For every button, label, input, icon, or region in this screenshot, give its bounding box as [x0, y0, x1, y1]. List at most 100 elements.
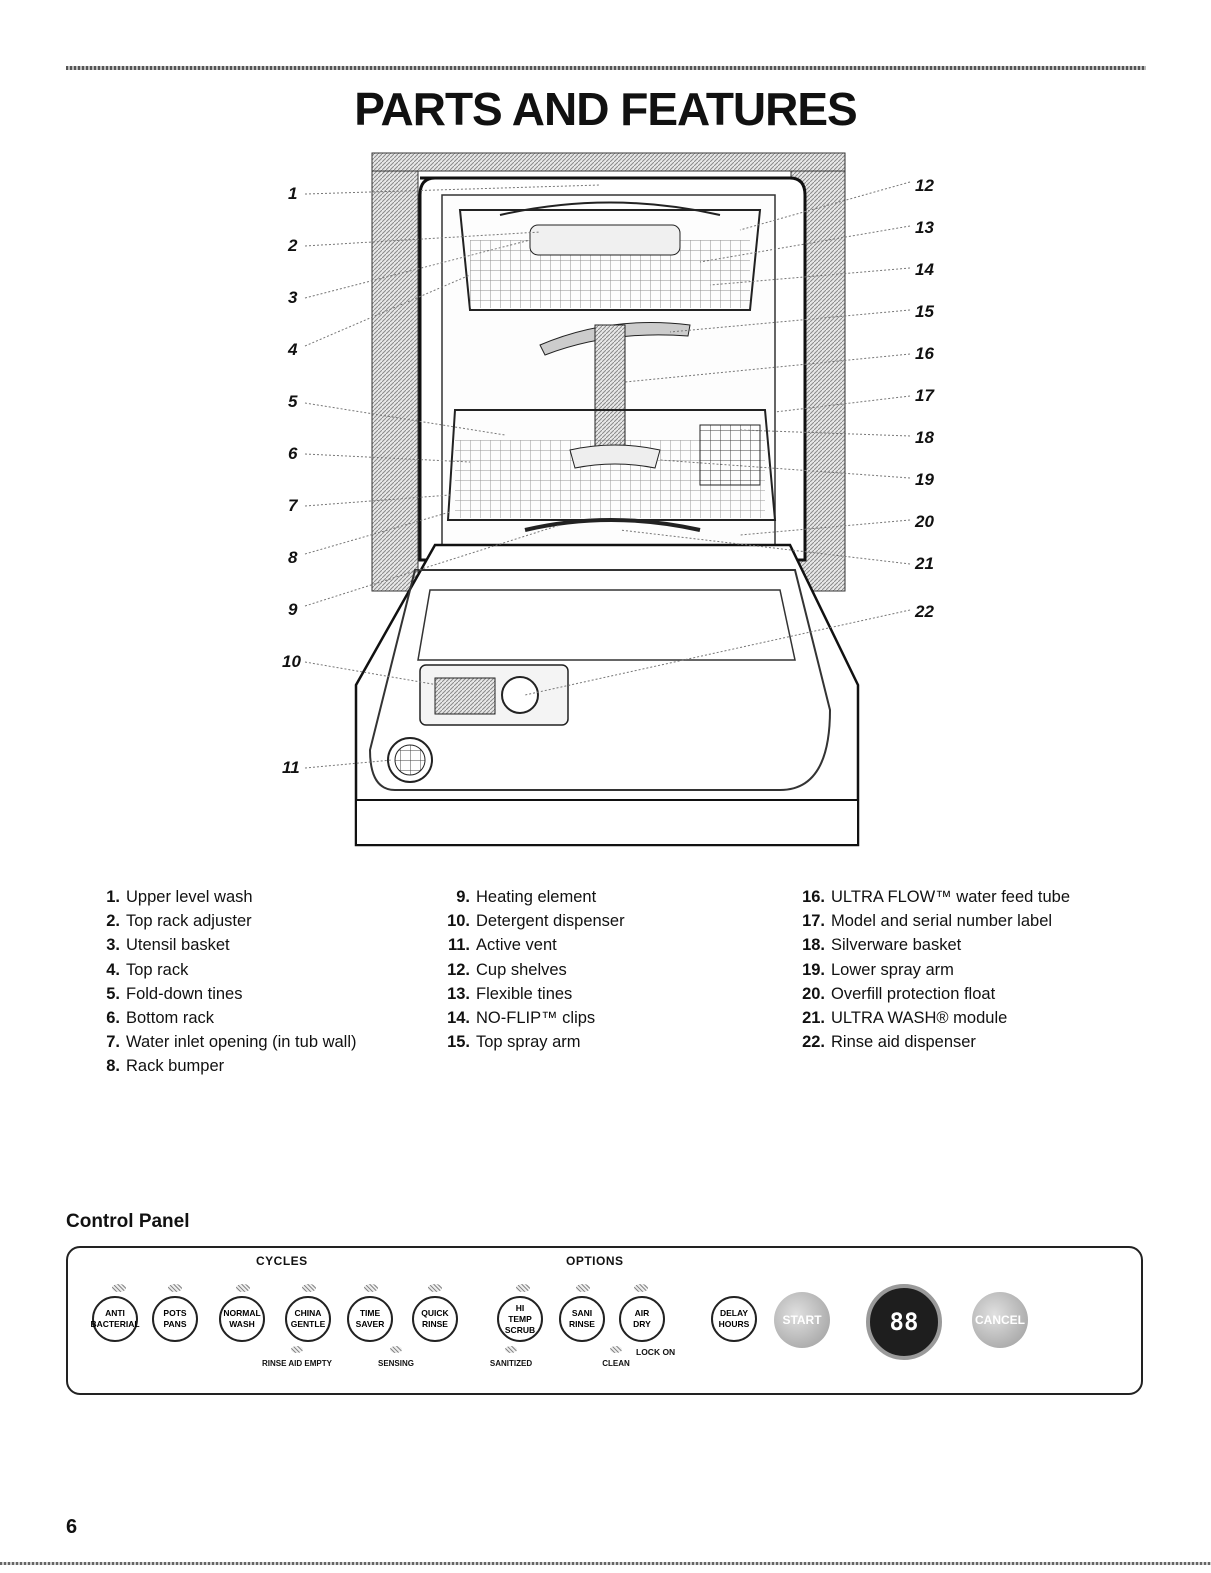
part-item: 16. ULTRA FLOW™ water feed tube	[795, 885, 1070, 909]
cycles-label: CYCLES	[256, 1254, 308, 1268]
cancel-button[interactable]: CANCEL	[972, 1292, 1028, 1348]
indicator-label: RINSE AID EMPTY	[262, 1359, 332, 1368]
part-number: 8.	[106, 1057, 120, 1076]
callout-19: 19	[915, 470, 934, 489]
part-item: 14.NO-FLIP™ clips	[440, 1006, 625, 1030]
callout-10: 10	[282, 652, 301, 671]
part-number: 16.	[802, 888, 825, 906]
button-label-line: DRY	[633, 1319, 651, 1329]
button-label-line: DELAY	[719, 1308, 749, 1318]
callout-20: 20	[915, 512, 934, 531]
part-number: 10.	[447, 912, 470, 931]
part-number: 19.	[802, 960, 825, 979]
callout-9: 9	[288, 600, 298, 619]
digital-display: 88	[866, 1284, 942, 1360]
top-rule	[66, 66, 1146, 70]
quick-rinse-led	[428, 1284, 442, 1292]
button-label-line: GENTLE	[290, 1319, 326, 1329]
callout-5: 5	[288, 392, 298, 411]
part-label: Rack bumper	[126, 1057, 225, 1076]
china-gentle-led	[302, 1284, 316, 1292]
anti-bacterial-led	[112, 1284, 126, 1292]
control-panel-frame	[66, 1246, 1143, 1395]
air-dry-led	[634, 1284, 648, 1292]
control-panel-title: Control Panel	[66, 1211, 190, 1232]
part-number: 18.	[802, 936, 825, 955]
options-label: OPTIONS	[566, 1254, 624, 1268]
part-label: Silverware basket	[831, 936, 962, 955]
callout-12: 12	[915, 176, 934, 195]
indicator-led	[291, 1346, 303, 1353]
button-label-line: SCRUB	[504, 1324, 536, 1335]
callout-7: 7	[288, 496, 298, 515]
part-number: 6.	[106, 1009, 120, 1028]
indicator-led	[505, 1346, 517, 1353]
part-item: 13.Flexible tines	[440, 982, 625, 1006]
part-number: 2.	[106, 912, 120, 931]
rinse-aid-empty-indicator: RINSE AID EMPTY	[252, 1346, 342, 1368]
clean-indicator: CLEAN	[586, 1346, 646, 1368]
indicator-label: SENSING	[377, 1359, 414, 1368]
part-item: 3.Utensil basket	[90, 933, 357, 957]
part-item: 11.Active vent	[440, 933, 625, 957]
start-button[interactable]: START	[774, 1292, 830, 1348]
part-item: 8. Rack bumper	[90, 1054, 357, 1078]
part-label: Model and serial number label	[831, 912, 1053, 931]
part-number: 9.	[456, 888, 470, 906]
part-label: Flexible tines	[476, 984, 573, 1003]
part-label: ULTRA FLOW™ water feed tube	[831, 888, 1071, 906]
button-label-line: PANS	[163, 1319, 187, 1329]
callout-3: 3	[288, 288, 298, 307]
part-number: 1.	[106, 888, 120, 906]
part-number: 11.	[447, 936, 470, 955]
lock-on-label: LOCK ON	[636, 1347, 676, 1357]
callout-18: 18	[915, 428, 934, 447]
part-item: 10. Detergent dispenser	[440, 909, 625, 933]
part-label: Bottom rack	[126, 1009, 215, 1028]
part-item: 20.Overfill protection float	[795, 982, 1070, 1006]
part-item: 21.ULTRA WASH® module	[795, 1006, 1070, 1030]
part-item: 17.Model and serial number label	[795, 909, 1070, 933]
part-label: Water inlet opening (in tub wall)	[126, 1033, 357, 1052]
part-number: 5.	[106, 984, 120, 1003]
indicator-label: CLEAN	[602, 1359, 630, 1368]
button-label-line: CHINA	[294, 1308, 322, 1318]
part-number: 20.	[802, 984, 825, 1003]
part-number: 21.	[802, 1009, 825, 1028]
callout-8: 8	[288, 548, 298, 567]
part-number: 4.	[106, 960, 120, 979]
part-item: 9. Heating element	[440, 885, 625, 909]
callout-2: 2	[288, 236, 298, 255]
callout-15: 15	[915, 302, 934, 321]
part-item: 12.Cup shelves	[440, 958, 625, 982]
part-item: 22.Rinse aid dispenser	[795, 1030, 1070, 1054]
part-label: Detergent dispenser	[476, 912, 625, 931]
part-number: 14.	[447, 1009, 470, 1028]
pots-pans-led	[168, 1284, 182, 1292]
callout-16: 16	[915, 344, 934, 363]
button-label-line: SANI	[571, 1308, 593, 1318]
callout-17: 17	[915, 386, 934, 405]
part-number: 15.	[447, 1033, 470, 1052]
callout-11: 11	[282, 758, 300, 777]
time-saver-led	[364, 1284, 378, 1292]
part-label: Heating element	[476, 888, 597, 906]
part-item: 7.Water inlet opening (in tub wall)	[90, 1030, 357, 1054]
sanitized-indicator: SANITIZED	[476, 1346, 546, 1368]
button-label-line: HOURS	[718, 1319, 750, 1329]
part-item: 15.Top spray arm	[440, 1030, 625, 1054]
button-label-line: POTS	[163, 1308, 187, 1318]
bottom-rule	[0, 1562, 1211, 1565]
part-label: Cup shelves	[476, 960, 567, 979]
button-label-line: AIR	[634, 1308, 650, 1318]
